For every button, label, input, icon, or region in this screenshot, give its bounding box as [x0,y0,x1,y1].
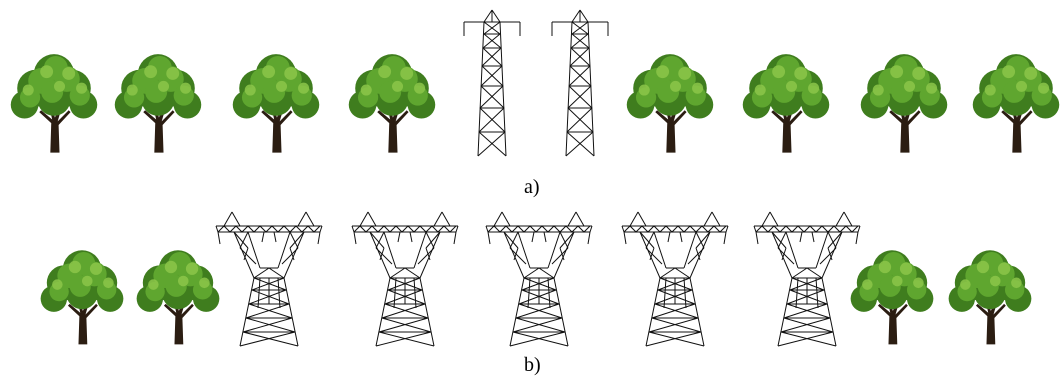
lattice-transmission-tower-wide-icon [215,211,323,347]
tree-icon [948,250,1032,345]
tree-icon [114,54,202,153]
tree-icon [232,54,320,153]
tree-icon [136,250,220,345]
lattice-transmission-tower-wide-icon [485,211,593,347]
lattice-transmission-tower-wide-icon [753,211,861,347]
tree-icon [860,54,948,153]
tree-icon [40,250,124,345]
lattice-transmission-tower-wide-icon [621,211,729,347]
panel-a-label: a) [524,176,540,198]
panel-b [40,211,1032,347]
tree-icon [348,54,436,153]
panel-b-label: b) [524,354,541,376]
panel-a [10,9,1060,157]
tree-icon [626,54,714,153]
tree-icon [850,250,934,345]
tree-icon [972,54,1060,153]
lattice-transmission-tower-narrow-icon [463,9,521,157]
tree-icon [742,54,830,153]
tree-icon [10,54,98,153]
lattice-transmission-tower-wide-icon [351,211,459,347]
lattice-transmission-tower-narrow-icon [551,9,609,157]
